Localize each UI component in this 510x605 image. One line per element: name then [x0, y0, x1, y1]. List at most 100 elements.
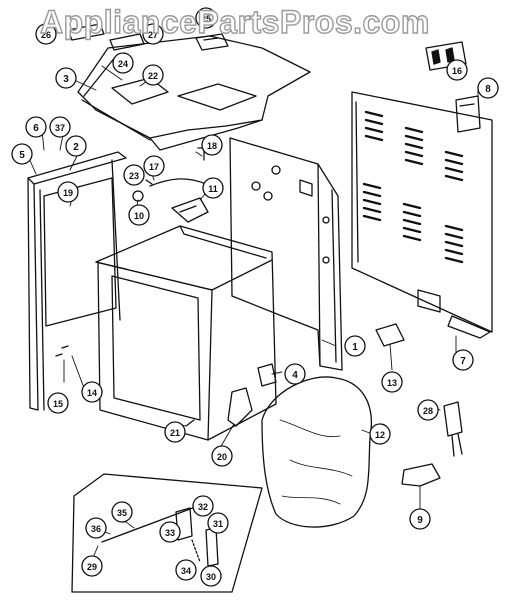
callout-19: 19	[57, 181, 79, 203]
part-28-switch	[443, 401, 463, 457]
part-14-screw	[61, 345, 69, 349]
callout-1: 1	[344, 335, 366, 357]
callout-18: 18	[201, 134, 223, 156]
svg-text:16: 16	[452, 66, 462, 76]
svg-text:21: 21	[170, 428, 180, 438]
callout-32: 32	[192, 495, 214, 517]
svg-text:15: 15	[53, 399, 63, 409]
oven-liner	[95, 225, 277, 441]
svg-text:37: 37	[55, 123, 65, 133]
callout-13: 13	[381, 371, 403, 393]
svg-text:36: 36	[91, 524, 101, 534]
svg-text:32: 32	[198, 502, 208, 512]
callout-35: 35	[111, 501, 133, 523]
part-15-screw	[55, 353, 63, 357]
callout-14: 14	[81, 381, 103, 403]
svg-text:24: 24	[118, 59, 128, 69]
svg-text:34: 34	[181, 566, 191, 576]
svg-text:18: 18	[207, 141, 217, 151]
svg-text:28: 28	[423, 406, 433, 416]
callout-11: 11	[202, 177, 224, 199]
callout-15: 15	[47, 392, 69, 414]
svg-text:14: 14	[87, 388, 97, 398]
inset-box	[71, 473, 263, 593]
part-25-bracket	[195, 33, 229, 51]
svg-text:33: 33	[165, 528, 175, 538]
part-9-thermostat	[401, 463, 441, 487]
insulation-blanket	[261, 376, 372, 528]
svg-text:17: 17	[149, 162, 159, 172]
callout-17: 17	[143, 155, 165, 177]
svg-text:29: 29	[87, 562, 97, 572]
callout-25: 25	[195, 7, 217, 29]
svg-text:35: 35	[117, 508, 127, 518]
svg-text:7: 7	[460, 356, 466, 367]
rear-panel	[351, 91, 493, 339]
callout-22: 22	[142, 64, 164, 86]
svg-text:11: 11	[208, 184, 218, 194]
callout-27: 27	[142, 23, 164, 45]
callout-4: 4	[284, 363, 306, 385]
svg-text:23: 23	[129, 171, 139, 181]
callout-8: 8	[477, 77, 499, 99]
callout-33: 33	[159, 521, 181, 543]
callout-29: 29	[81, 555, 103, 577]
callout-20: 20	[211, 445, 233, 467]
callout-21: 21	[164, 421, 186, 443]
part-11-bracket	[171, 197, 209, 223]
part-4-bracket	[257, 363, 277, 387]
svg-text:26: 26	[41, 30, 51, 40]
svg-text:5: 5	[19, 150, 25, 161]
callout-9: 9	[409, 508, 431, 530]
callout-23: 23	[123, 164, 145, 186]
part-23-clip	[145, 179, 153, 185]
svg-text:10: 10	[134, 211, 144, 221]
rear-panel-vents	[362, 110, 464, 264]
top-cover	[77, 35, 311, 151]
part-20-hinge	[227, 387, 253, 427]
part-8-bracket	[455, 95, 481, 133]
svg-text:30: 30	[206, 572, 216, 582]
side-panel	[229, 137, 343, 371]
callout-30: 30	[200, 565, 222, 587]
callout-6: 6	[25, 116, 47, 138]
svg-text:19: 19	[63, 188, 73, 198]
callout-28: 28	[417, 399, 439, 421]
svg-text:4: 4	[292, 370, 298, 381]
svg-text:3: 3	[63, 74, 69, 85]
part-26-bracket	[67, 23, 105, 41]
part-10-knob	[132, 190, 144, 202]
callouts: 1 2 3 4 5 6 7 8 9 10 11 12 13 14 15 16 1…	[11, 7, 499, 587]
svg-text:31: 31	[213, 519, 223, 529]
part-13-bracket	[375, 323, 405, 347]
part-16-switch	[425, 41, 467, 71]
callout-7: 7	[452, 349, 474, 371]
callout-2: 2	[65, 135, 87, 157]
svg-text:13: 13	[387, 378, 397, 388]
callout-5: 5	[11, 143, 33, 165]
svg-text:9: 9	[417, 515, 423, 526]
callout-3: 3	[55, 67, 77, 89]
svg-text:12: 12	[375, 430, 385, 440]
part-21-screw	[185, 419, 195, 427]
svg-text:27: 27	[148, 30, 158, 40]
svg-text:2: 2	[73, 142, 79, 153]
svg-text:22: 22	[148, 71, 158, 81]
callout-36: 36	[85, 517, 107, 539]
callout-37: 37	[49, 116, 71, 138]
callout-31: 31	[207, 512, 229, 534]
svg-text:20: 20	[217, 452, 227, 462]
blanket-texture	[279, 419, 353, 505]
svg-text:6: 6	[33, 123, 39, 134]
callout-12: 12	[369, 423, 391, 445]
part-17-wire	[149, 178, 211, 197]
svg-text:25: 25	[201, 14, 211, 24]
front-frame	[27, 151, 127, 411]
svg-text:1: 1	[352, 342, 358, 353]
svg-text:8: 8	[485, 84, 491, 95]
callout-24: 24	[112, 52, 134, 74]
part-27-bracket	[109, 33, 145, 51]
callout-16: 16	[446, 59, 468, 81]
